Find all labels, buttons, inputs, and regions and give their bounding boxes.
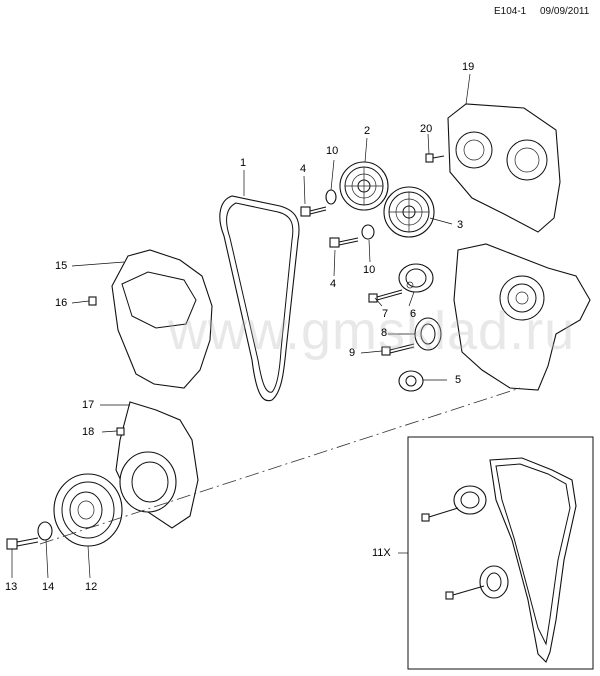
camshaft-gear-upper xyxy=(339,161,389,211)
camshaft-bolt-upper xyxy=(300,206,327,217)
washer-upper xyxy=(325,189,337,205)
rear-timing-cover xyxy=(447,103,561,233)
pulley-bolt xyxy=(6,537,39,550)
cover-bolt xyxy=(425,153,445,163)
label-part-17: 17 xyxy=(82,399,95,411)
label-part-13: 13 xyxy=(5,581,18,593)
label-part-10-lower: 10 xyxy=(363,264,376,276)
crankshaft-seal-ring xyxy=(119,451,177,513)
label-part-7: 7 xyxy=(382,308,389,320)
label-part-15: 15 xyxy=(55,260,68,272)
timing-belt xyxy=(219,195,300,402)
label-part-10-upper: 10 xyxy=(326,145,339,157)
tensioner-pulley xyxy=(398,263,434,293)
label-part-18: 18 xyxy=(82,426,95,438)
washer-lower xyxy=(361,224,375,240)
label-part-2: 2 xyxy=(364,125,371,137)
front-timing-cover xyxy=(111,249,213,389)
diagram-date: 09/09/2011 xyxy=(540,6,590,17)
label-part-20: 20 xyxy=(420,123,433,135)
label-part-19: 19 xyxy=(462,61,475,73)
diagram-code: E104-1 xyxy=(494,6,527,17)
label-part-4-upper: 4 xyxy=(300,163,307,175)
lower-cover-bolt xyxy=(116,427,125,436)
label-part-16: 16 xyxy=(55,297,68,309)
crankshaft-pulley xyxy=(53,473,123,547)
label-part-14: 14 xyxy=(42,581,55,593)
label-part-9: 9 xyxy=(349,347,356,359)
camshaft-gear-lower xyxy=(383,186,435,238)
label-part-6: 6 xyxy=(410,308,417,320)
label-part-5: 5 xyxy=(455,374,462,386)
label-part-8: 8 xyxy=(381,327,388,339)
label-part-1: 1 xyxy=(240,157,247,169)
tensioner-bolt xyxy=(368,289,403,303)
pulley-washer xyxy=(37,521,53,541)
watermark: www.gmsklad.ru xyxy=(168,301,576,361)
front-cover-bolt xyxy=(88,296,97,306)
label-part-12: 12 xyxy=(85,581,98,593)
label-part-3: 3 xyxy=(457,219,464,231)
idler-pulley xyxy=(414,317,442,351)
camshaft-bolt-lower xyxy=(329,237,359,248)
engine-oil-pump-housing xyxy=(453,243,591,391)
inset-kit-box xyxy=(407,436,594,670)
label-part-4-lower: 4 xyxy=(330,278,337,290)
crankshaft-gear xyxy=(398,370,424,392)
label-part-11x: 11X xyxy=(372,547,391,559)
